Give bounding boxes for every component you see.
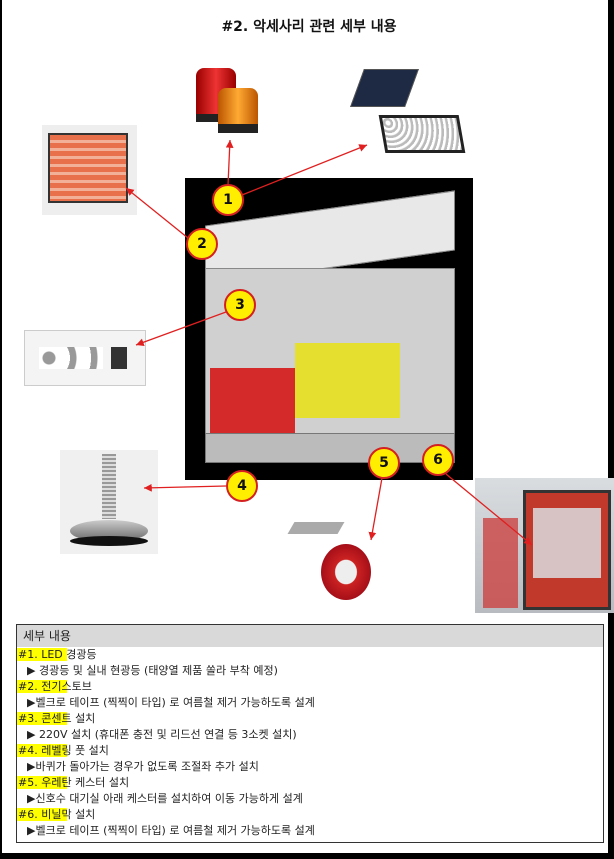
power-outlet-image: [24, 330, 146, 386]
guard-booth-render-image: [185, 178, 473, 480]
item-description: ▶벨크로 테이프 (찍찍이 타입) 로 여름철 제거 가능하도록 설계: [27, 824, 315, 837]
vinyl-curtain-booth-photo: [475, 478, 614, 613]
item-heading: #3. 콘센트 설치: [17, 712, 96, 725]
item-description: ▶신호수 대기실 아래 케스터를 설치하여 이동 가능하게 설계: [27, 792, 303, 805]
item-heading: #6. 비닐막 설치: [17, 808, 96, 821]
callout-badge-4: 4: [226, 470, 258, 502]
page-title: #2. 악세사리 관련 세부 내용: [221, 19, 397, 35]
leveling-foot-image: [60, 450, 158, 554]
callout-badge-3: 3: [224, 289, 256, 321]
item-description: ▶ 220V 설치 (휴대폰 충전 및 리드선 연결 등 3소켓 설치): [27, 728, 297, 741]
led-warning-light-image: [192, 62, 262, 137]
callout-badge-1: 1: [212, 184, 244, 216]
item-heading: #2. 전기스토브: [17, 680, 92, 693]
item-heading: #5. 우레탄 케스터 설치: [17, 776, 130, 789]
item-description: ▶바퀴가 돌아가는 경우가 없도록 조절좌 추가 설치: [27, 760, 259, 773]
item-heading: #4. 레벨링 풋 설치: [17, 744, 109, 757]
callout-badge-2: 2: [186, 228, 218, 260]
details-header: 세부 내용: [17, 625, 603, 647]
callout-badge-6: 6: [422, 444, 454, 476]
item-description: ▶ 경광등 및 실내 현광등 (태양열 제품 쏠라 부착 예정): [27, 664, 278, 677]
details-table: 세부 내용 #1. LED 경광등 ▶ 경광등 및 실내 현광등 (태양열 제품…: [16, 624, 604, 843]
item-heading: #1. LED 경광등: [17, 648, 97, 661]
callout-badge-5: 5: [368, 447, 400, 479]
urethane-caster-image: [287, 520, 373, 602]
item-description: ▶벨크로 테이프 (찍찍이 타입) 로 여름철 제거 가능하도록 설계: [27, 696, 315, 709]
electric-heater-image: [42, 125, 137, 215]
